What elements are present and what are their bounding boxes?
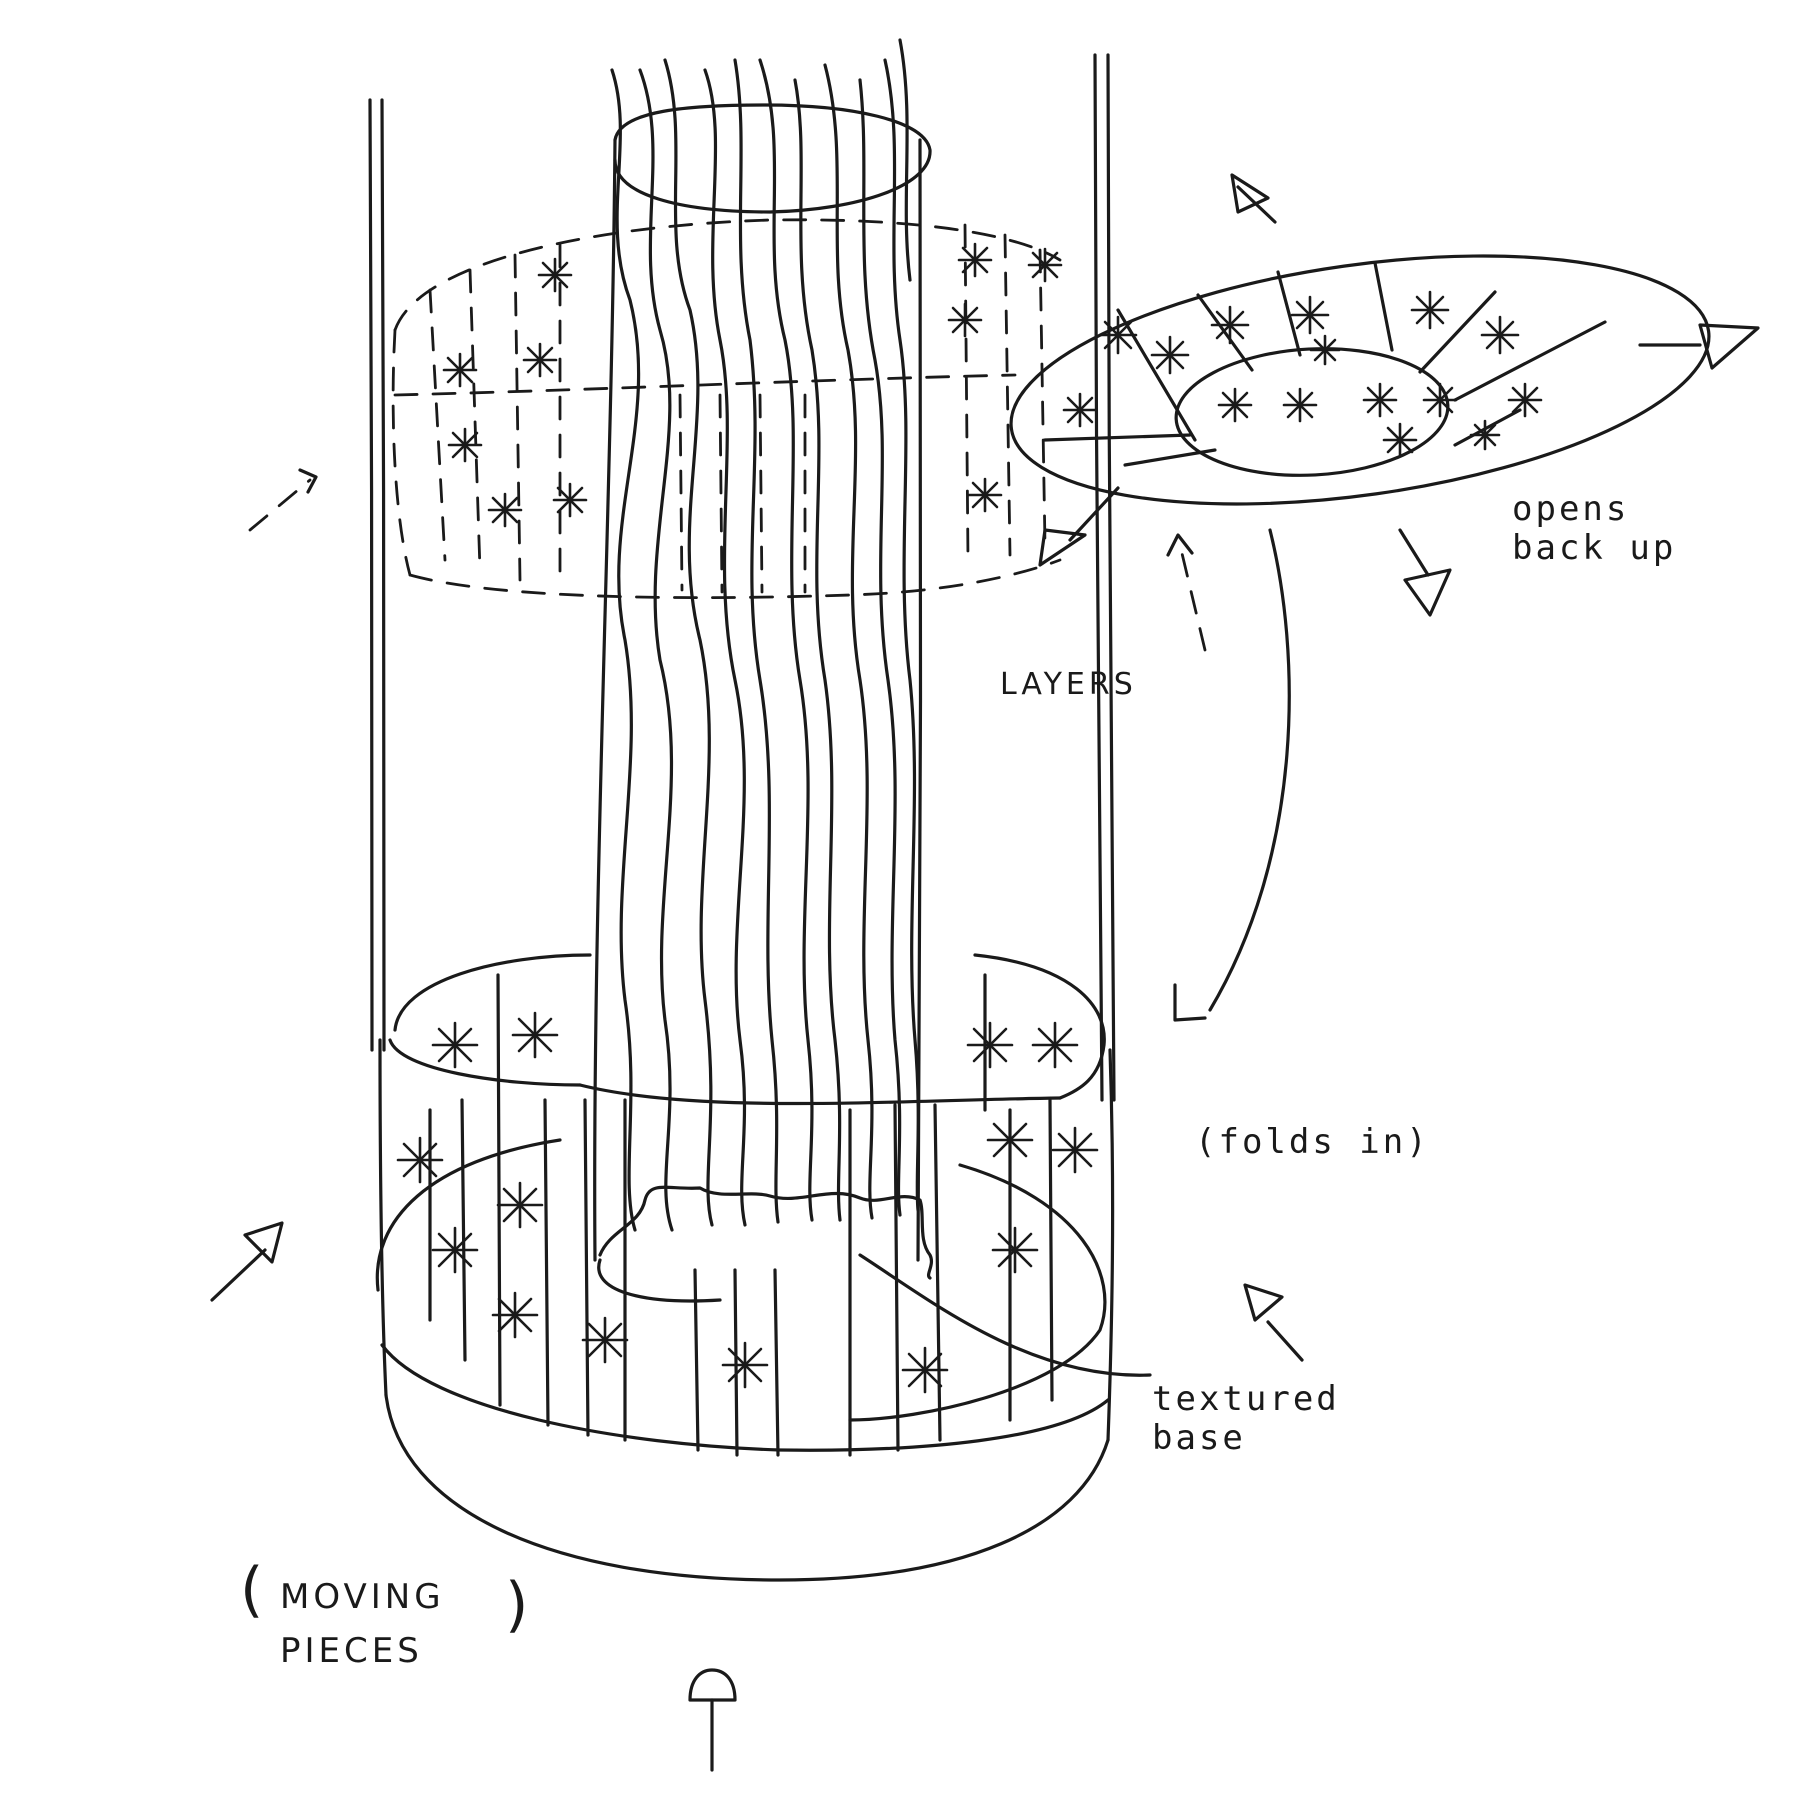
outer-tube (368, 53, 1116, 1102)
textured-base-label: textured base (1152, 1379, 1340, 1459)
folds-in-arrow (1173, 528, 1291, 1022)
inner-column (593, 103, 932, 1262)
base-drum (375, 953, 1115, 1582)
layers-arrow (1166, 533, 1207, 652)
moving-pieces-close-paren: ) (505, 1570, 533, 1640)
moving-pieces-open-paren: ( (240, 1555, 268, 1625)
moving-pieces-label: MOVING PIECES (280, 1577, 445, 1672)
textured-base-pointer (858, 1253, 1152, 1377)
star-marks (396, 242, 1543, 1394)
base-arrows (210, 1221, 1304, 1772)
folds-in-label: (folds in) (1195, 1122, 1430, 1162)
wavy-strands (610, 38, 920, 1232)
opens-back-up-label: opens back up (1512, 489, 1677, 569)
ring-arrows (1038, 173, 1760, 617)
layers-label: LAYERS (1000, 667, 1137, 702)
dashed-layer-ring (391, 218, 1062, 600)
textured-base-shape (598, 1185, 934, 1280)
open-ring-piece (1009, 254, 1711, 506)
dashed-arrow-left (248, 468, 318, 532)
